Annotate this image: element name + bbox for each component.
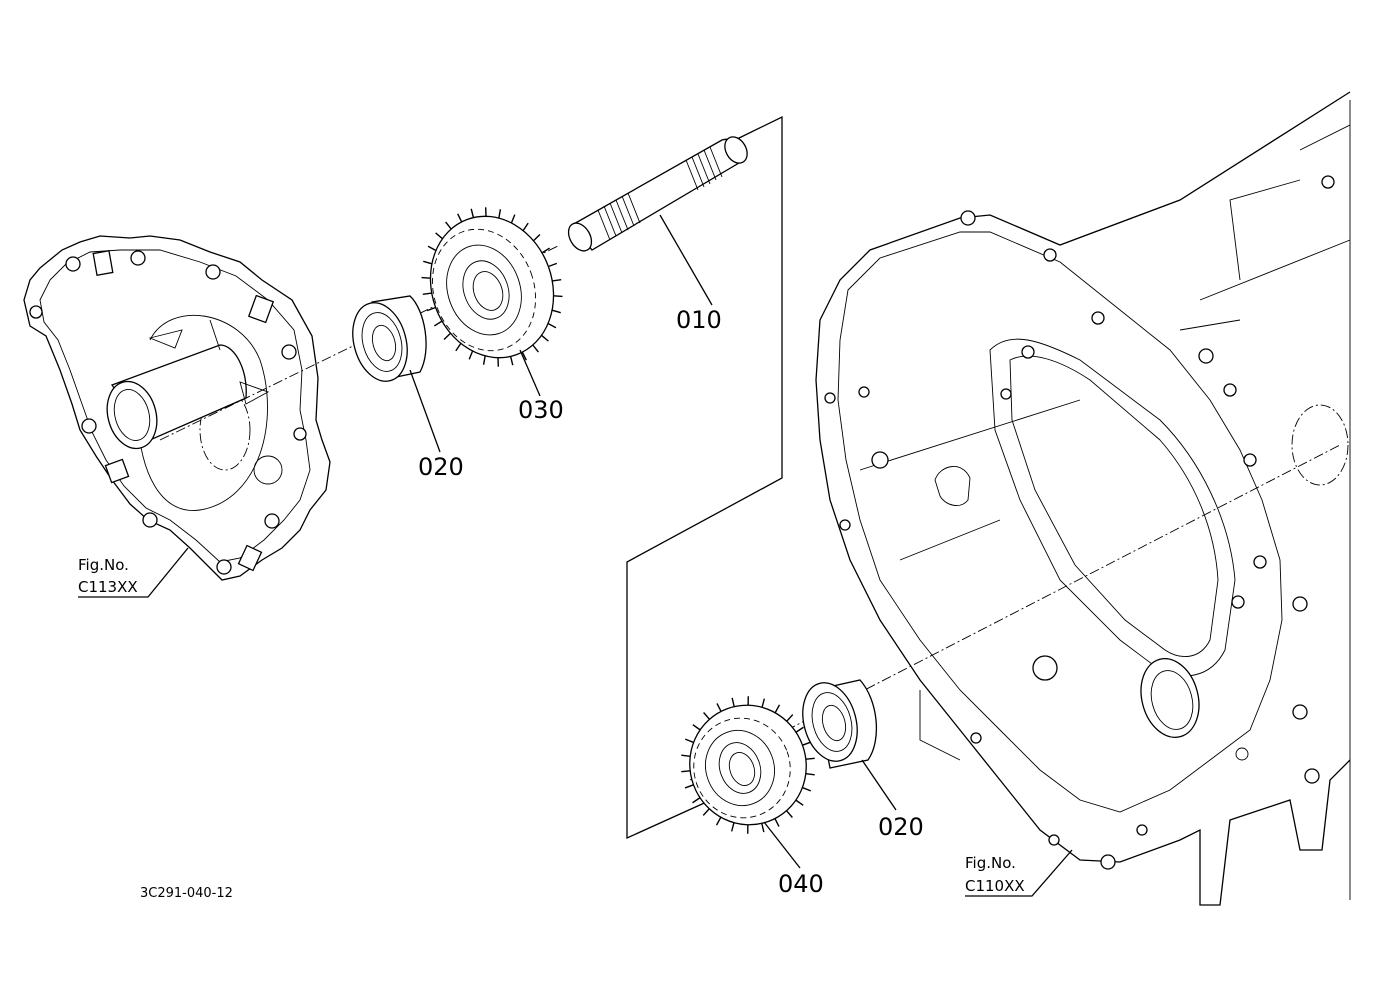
gear-tooth — [730, 822, 735, 832]
gear-tooth — [533, 233, 541, 242]
gear-teeth — [421, 207, 815, 834]
gear-tooth — [498, 209, 502, 219]
leader-lines — [78, 214, 1073, 897]
gear-tooth — [802, 786, 812, 792]
left-cover-housing — [23, 235, 331, 581]
gear-tooth — [548, 262, 558, 268]
gear-tooth — [692, 724, 701, 731]
gear-tooth — [433, 320, 443, 327]
right-transmission-housing — [815, 91, 1351, 906]
gear-030 — [429, 215, 555, 359]
gear-tooth — [761, 823, 765, 833]
gear-tooth — [795, 726, 804, 733]
gear-tooth — [551, 309, 561, 314]
gear-tooth — [445, 221, 452, 230]
gear-tooth — [805, 757, 815, 760]
gear-tooth — [731, 697, 735, 707]
gear-tooth — [785, 810, 793, 818]
document-id: 3C291-040-12 — [140, 886, 233, 901]
gear-tooth — [426, 306, 436, 312]
bearing-020-lower — [802, 679, 878, 769]
gear-tooth — [509, 356, 514, 366]
gear-tooth — [482, 355, 486, 365]
gear-tooth — [802, 741, 812, 746]
gear-tooth — [521, 351, 527, 361]
callout-020-upper: 020 — [418, 453, 464, 481]
gear-tooth — [510, 214, 516, 224]
gear-tooth — [421, 276, 431, 279]
callout-030: 030 — [518, 396, 564, 424]
gear-tooth — [805, 772, 815, 776]
gear-tooth — [457, 213, 463, 223]
gear-tooth — [470, 208, 475, 218]
gear-tooth — [684, 738, 694, 744]
bearing-020-upper — [352, 295, 427, 382]
fig-ref-left-line2: C113XX — [78, 578, 138, 596]
gear-tooth — [715, 816, 722, 826]
gear-tooth — [435, 232, 443, 240]
shaft-010 — [567, 136, 748, 252]
gear-tooth — [774, 704, 781, 714]
gear-tooth — [774, 818, 780, 827]
gear-tooth — [681, 770, 691, 773]
fig-ref-right-line2: C110XX — [965, 877, 1025, 895]
gear-tooth — [522, 222, 529, 232]
gear-tooth — [795, 799, 804, 806]
callout-040: 040 — [778, 870, 824, 898]
callout-010: 010 — [676, 306, 722, 334]
gear-tooth — [423, 260, 433, 265]
assembly-axis-lower — [689, 444, 1341, 781]
gear-tooth — [541, 334, 549, 342]
gear-tooth — [422, 292, 432, 295]
gear-040 — [689, 704, 807, 826]
gear-tooth — [684, 784, 694, 789]
group-boundary-lines — [626, 115, 783, 840]
fig-ref-right-line1: Fig.No. — [965, 854, 1016, 872]
gear-tooth — [716, 703, 722, 712]
callout-020-lower: 020 — [878, 813, 924, 841]
gear-tooth — [703, 712, 711, 720]
gear-tooth — [532, 344, 539, 353]
gear-tooth — [702, 808, 710, 816]
gear-tooth — [547, 322, 557, 329]
gear-tooth — [443, 332, 451, 341]
gear-tooth — [455, 342, 462, 352]
gear-tooth — [427, 245, 437, 252]
gear-tooth — [541, 247, 551, 254]
gear-tooth — [692, 797, 701, 804]
gear-tooth — [761, 698, 766, 708]
fig-ref-left-line1: Fig.No. — [78, 556, 129, 574]
gear-tooth — [786, 714, 794, 722]
gear-tooth — [681, 754, 691, 758]
gear-tooth — [468, 350, 474, 360]
gear-tooth — [553, 295, 563, 298]
gear-tooth — [552, 279, 562, 282]
